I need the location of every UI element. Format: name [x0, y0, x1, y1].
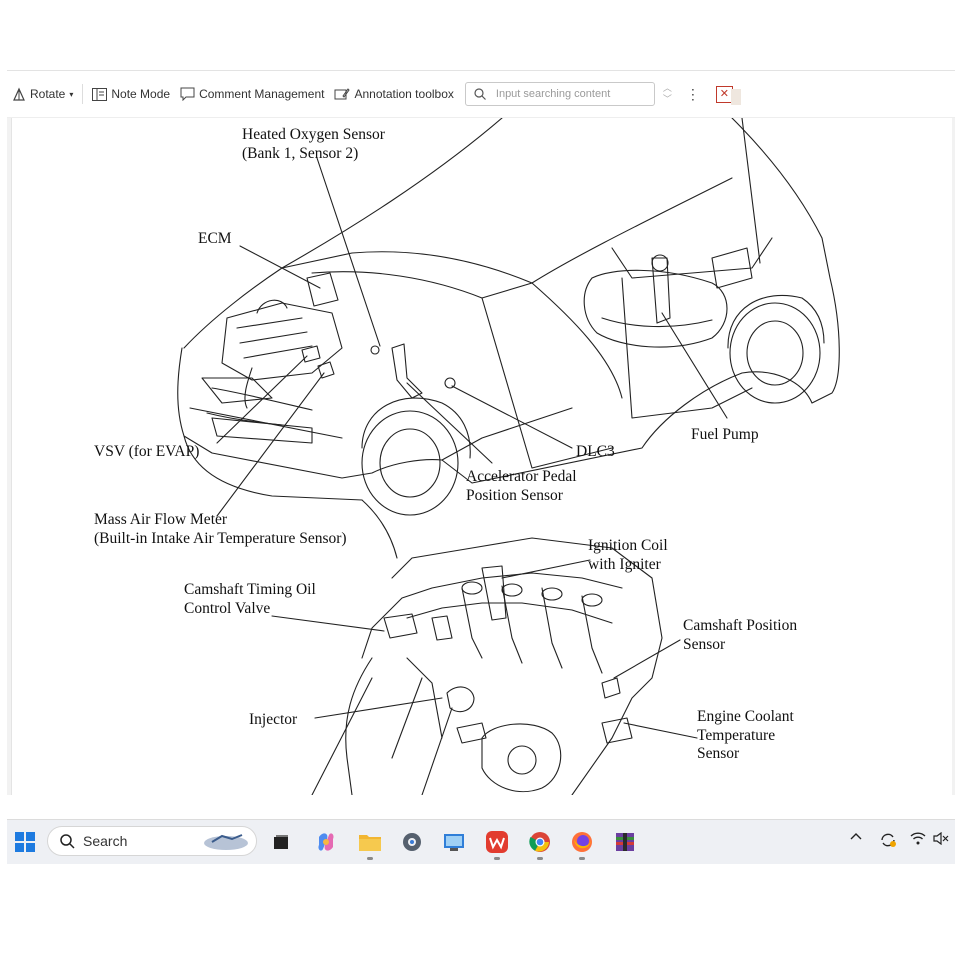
- task-view-icon[interactable]: [265, 826, 297, 858]
- settings-icon[interactable]: [396, 826, 428, 858]
- label-ignition-coil: Ignition Coil with Igniter: [588, 537, 668, 573]
- chevron-down-icon: ▾: [69, 89, 74, 99]
- sync-icon[interactable]: [879, 832, 897, 848]
- windows-start-icon[interactable]: [9, 826, 41, 858]
- annotation-icon: [334, 88, 351, 100]
- note-mode-button[interactable]: Note Mode: [87, 80, 175, 108]
- control-panel-icon[interactable]: [438, 826, 470, 858]
- speaker-muted-icon[interactable]: [933, 832, 949, 845]
- comment-icon: [180, 87, 195, 101]
- label-ecm: ECM: [198, 230, 232, 247]
- label-accelerator-pedal-sensor: Accelerator Pedal Position Sensor: [466, 468, 577, 504]
- search-field[interactable]: [464, 82, 655, 106]
- label-injector: Injector: [249, 711, 298, 728]
- annotation-toolbox-button[interactable]: Annotation toolbox: [329, 80, 458, 108]
- label-heated-oxygen-sensor: Heated Oxygen Sensor (Bank 1, Sensor 2): [242, 126, 385, 162]
- more-options-icon[interactable]: ⋮: [685, 85, 700, 102]
- comment-management-button[interactable]: Comment Management: [175, 80, 329, 108]
- comment-management-label: Comment Management: [199, 87, 325, 101]
- winrar-icon[interactable]: [609, 826, 641, 858]
- label-engine-coolant-sensor: Engine Coolant Temperature Sensor: [697, 708, 794, 762]
- label-camshaft-timing-valve: Camshaft Timing Oil Control Valve: [184, 581, 316, 617]
- firefox-icon[interactable]: [566, 826, 598, 860]
- rotate-label: Rotate: [30, 87, 66, 101]
- note-mode-label: Note Mode: [111, 87, 171, 101]
- copilot-icon[interactable]: [310, 826, 342, 858]
- label-vsv: VSV (for EVAP): [94, 443, 200, 460]
- taskbar: Search: [7, 819, 955, 864]
- chrome-icon[interactable]: [524, 826, 556, 860]
- next-result-icon[interactable]: ﹀: [662, 94, 672, 104]
- toolbar-divider: [82, 84, 84, 104]
- label-camshaft-position-sensor: Camshaft Position Sensor: [683, 617, 798, 653]
- annotation-toolbox-label: Annotation toolbox: [354, 87, 454, 101]
- wifi-icon[interactable]: [910, 832, 926, 845]
- label-fuel-pump: Fuel Pump: [691, 426, 759, 443]
- previous-result-icon[interactable]: ︿: [662, 83, 672, 93]
- vehicle-component-diagram: [177, 118, 840, 795]
- document-viewer-window: Rotate ▾ Note Mode Comment Management An…: [7, 70, 955, 864]
- wps-office-icon[interactable]: [481, 826, 513, 860]
- search-icon: [60, 833, 75, 849]
- toolbar: Rotate ▾ Note Mode Comment Management An…: [7, 71, 955, 118]
- running-indicator: [494, 857, 500, 860]
- close-shadow: [730, 89, 741, 105]
- label-mass-air-flow-meter: Mass Air Flow Meter (Built-in Intake Air…: [94, 511, 347, 547]
- taskbar-search[interactable]: Search: [47, 826, 257, 856]
- search-nav: ︿ ﹀: [663, 83, 672, 105]
- running-indicator: [367, 857, 373, 860]
- rotate-icon: [13, 87, 25, 101]
- taskbar-search-label: Search: [83, 833, 128, 849]
- label-dlc3: DLC3: [576, 443, 615, 460]
- search-highlight-icon: [204, 834, 248, 850]
- note-mode-icon: [92, 87, 108, 101]
- running-indicator: [579, 857, 585, 860]
- file-explorer-icon[interactable]: [354, 826, 386, 860]
- running-indicator: [537, 857, 543, 860]
- document-viewport[interactable]: Heated Oxygen Sensor (Bank 1, Sensor 2) …: [7, 118, 955, 795]
- search-icon: [474, 88, 486, 100]
- rotate-button[interactable]: Rotate ▾: [7, 80, 78, 108]
- search-input[interactable]: [493, 87, 638, 101]
- document-page: Heated Oxygen Sensor (Bank 1, Sensor 2) …: [11, 118, 952, 795]
- chevron-up-icon[interactable]: [849, 832, 863, 840]
